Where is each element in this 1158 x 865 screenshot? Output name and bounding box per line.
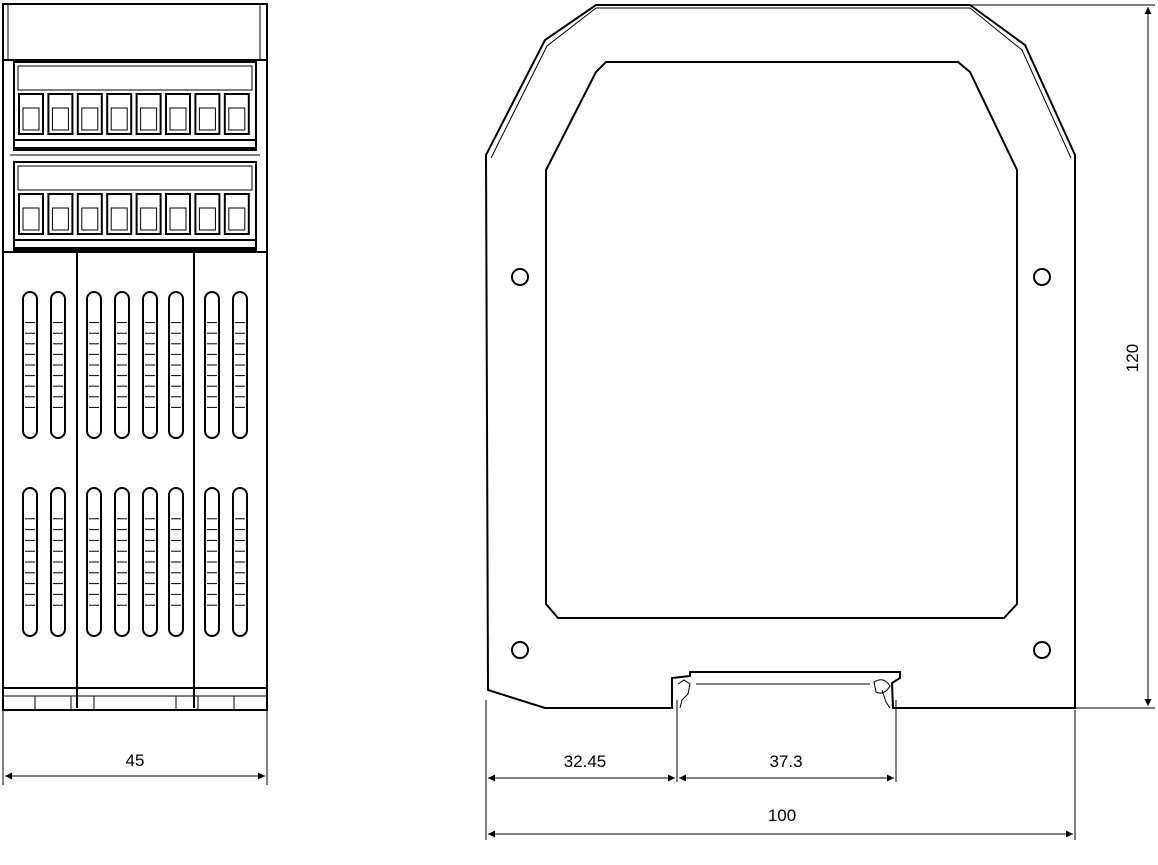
vent-slot xyxy=(86,487,102,637)
terminal-screw xyxy=(106,93,133,135)
mounting-hole-bottom-left xyxy=(511,641,529,659)
terminal-block-bottom xyxy=(13,161,257,251)
terminal-screw xyxy=(135,193,162,235)
vent-slot xyxy=(232,291,248,439)
vent-slot xyxy=(114,487,130,637)
front-view: 45 xyxy=(2,3,268,785)
vent-slot xyxy=(22,487,38,637)
side-view: 100 32.45 37.3 120 xyxy=(484,4,1155,840)
ventilation-slots xyxy=(22,291,248,637)
terminal-screw xyxy=(223,193,250,235)
mounting-hole-top-left xyxy=(511,268,529,286)
terminal-screw xyxy=(223,93,250,135)
terminal-screw xyxy=(76,93,103,135)
side-inner-window xyxy=(545,61,1018,619)
side-outer-profile xyxy=(484,4,1076,709)
terminal-screw xyxy=(106,193,133,235)
vent-slot xyxy=(50,291,66,439)
terminal-screw xyxy=(18,193,44,235)
side-width-dimension: 100 xyxy=(485,700,1076,840)
height-dimension: 120 xyxy=(970,4,1155,709)
vent-slot xyxy=(142,487,158,637)
terminal-screw xyxy=(18,93,44,135)
vent-slot xyxy=(114,291,130,439)
terminal-screw xyxy=(47,93,74,135)
front-width-label: 45 xyxy=(126,751,145,770)
vent-slot xyxy=(204,487,220,637)
vent-slot xyxy=(142,291,158,439)
vent-slot xyxy=(204,291,220,439)
mounting-hole-top-right xyxy=(1033,268,1051,286)
terminal-screw xyxy=(47,193,74,235)
vent-slot xyxy=(50,487,66,637)
rail-width-label: 37.3 xyxy=(769,752,802,771)
vent-slot xyxy=(168,291,184,439)
terminal-screw xyxy=(165,93,191,135)
left-offset-label: 32.45 xyxy=(564,752,607,771)
din-rail-clip xyxy=(677,679,891,709)
height-label: 120 xyxy=(1123,344,1142,372)
vent-slot xyxy=(86,291,102,439)
terminal-screw xyxy=(165,193,191,235)
mounting-hole-bottom-right xyxy=(1033,641,1051,659)
rail-width-dimension: 37.3 xyxy=(679,700,897,782)
left-offset-dimension: 32.45 xyxy=(488,700,678,782)
vent-slot xyxy=(168,487,184,637)
terminal-screw xyxy=(194,193,221,235)
front-width-dimension: 45 xyxy=(2,710,268,785)
terminal-screw xyxy=(135,93,162,135)
vent-slot xyxy=(232,487,248,637)
terminal-block-top xyxy=(13,61,257,151)
terminal-screw xyxy=(194,93,221,135)
terminal-screw xyxy=(76,193,103,235)
vent-slot xyxy=(22,291,38,439)
side-width-label: 100 xyxy=(768,806,796,825)
